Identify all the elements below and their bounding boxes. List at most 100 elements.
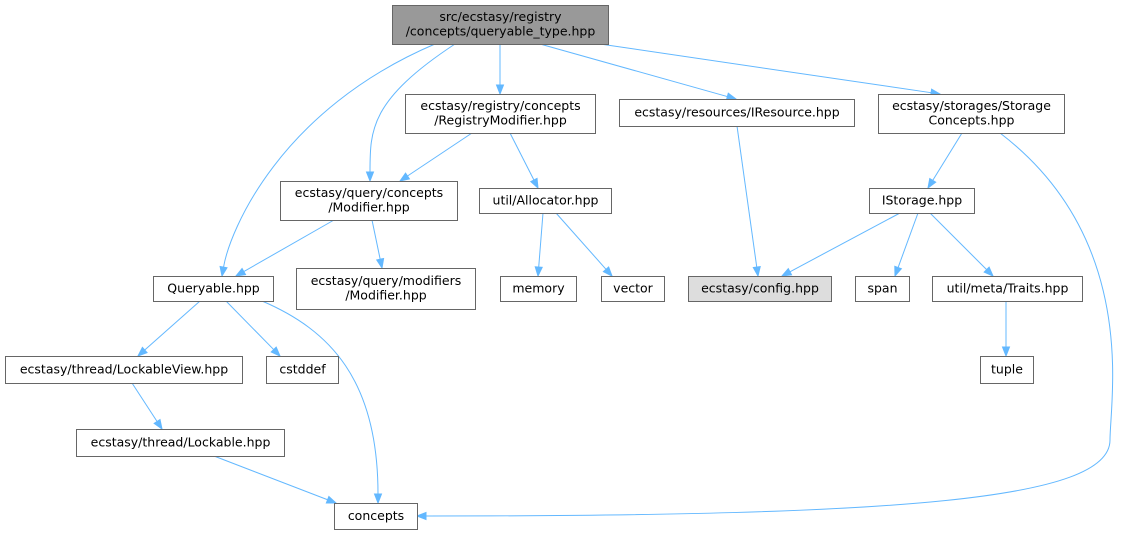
- node-modifiers-modifier[interactable]: ecstasy/query/modifiers/Modifier.hpp: [296, 268, 476, 310]
- edge-line: [425, 132, 1114, 517]
- node-label: concepts: [348, 508, 404, 523]
- node-box: [405, 94, 596, 134]
- arrow-head: [234, 267, 247, 277]
- edge-query_modifier-to-queryable: [234, 219, 335, 277]
- edge-queryable-to-concepts: [261, 300, 383, 505]
- edge-root-to-queryable: [219, 43, 436, 278]
- node-concepts[interactable]: concepts: [334, 503, 418, 530]
- edge-line: [261, 300, 379, 495]
- edge-root-to-iresource: [539, 43, 738, 101]
- arrow-head: [153, 418, 163, 431]
- node-traits[interactable]: util/meta/Traits.hpp: [932, 276, 1083, 302]
- arrow-head: [534, 266, 543, 278]
- arrow-head: [373, 493, 383, 505]
- arrow-head: [375, 257, 385, 270]
- node-box: [855, 276, 910, 302]
- node-allocator[interactable]: util/Allocator.hpp: [479, 188, 612, 214]
- edges-layer: [131, 43, 1114, 521]
- node-label: ecstasy/thread/Lockable.hpp: [91, 434, 271, 449]
- edge-line: [131, 382, 158, 422]
- node-box: [878, 94, 1065, 134]
- arrow-head: [725, 92, 738, 101]
- node-label: ecstasy/config.hpp: [701, 280, 819, 295]
- node-label: vector: [613, 280, 654, 295]
- node-registry-modifier[interactable]: ecstasy/registry/concepts/RegistryModifi…: [405, 94, 596, 134]
- edge-allocator-to-vector: [555, 212, 613, 278]
- node-label: ecstasy/thread/LockableView.hpp: [20, 361, 228, 376]
- arrow-head: [325, 495, 338, 504]
- node-label: ecstasy/registry/concepts: [420, 98, 580, 113]
- node-label: /Modifier.hpp: [345, 288, 426, 303]
- node-label: util/Allocator.hpp: [493, 192, 599, 207]
- edge-queryable-to-cstddef: [225, 300, 281, 357]
- node-lockable-view[interactable]: ecstasy/thread/LockableView.hpp: [5, 356, 243, 384]
- edge-line: [509, 132, 535, 181]
- node-vector[interactable]: vector: [601, 276, 665, 302]
- node-lockable[interactable]: ecstasy/thread/Lockable.hpp: [76, 429, 285, 457]
- node-box: [500, 276, 577, 302]
- node-label: ecstasy/resources/IResource.hpp: [634, 104, 839, 119]
- node-box: [688, 276, 832, 302]
- node-memory[interactable]: memory: [500, 276, 577, 302]
- edge-istorage-to-config: [780, 212, 901, 277]
- edge-line: [599, 43, 932, 94]
- edge-registry_modifier-to-allocator: [509, 132, 539, 190]
- edge-line: [371, 219, 381, 260]
- edge-line: [736, 125, 758, 268]
- node-config[interactable]: ecstasy/config.hpp: [688, 276, 832, 302]
- node-box: [5, 356, 243, 384]
- edge-istorage-to-traits: [929, 212, 994, 277]
- edge-line: [538, 212, 544, 268]
- node-label: span: [867, 280, 897, 295]
- node-queryable[interactable]: Queryable.hpp: [153, 276, 274, 302]
- arrow-head: [927, 177, 937, 190]
- arrow-head: [602, 266, 613, 278]
- edge-iresource-to-config: [736, 125, 761, 278]
- arrow-head: [1001, 346, 1011, 358]
- node-box: [601, 276, 665, 302]
- edge-line: [225, 300, 275, 350]
- node-iresource[interactable]: ecstasy/resources/IResource.hpp: [619, 99, 855, 127]
- node-label: memory: [512, 280, 565, 295]
- node-label: IStorage.hpp: [882, 192, 962, 207]
- edge-line: [555, 212, 607, 270]
- node-tuple[interactable]: tuple: [980, 356, 1034, 384]
- edge-registry_modifier-to-query_modifier: [398, 132, 473, 182]
- node-span[interactable]: span: [855, 276, 910, 302]
- edge-line: [897, 212, 919, 268]
- node-istorage[interactable]: IStorage.hpp: [869, 188, 975, 214]
- edge-line: [932, 132, 963, 181]
- edge-line: [223, 43, 436, 268]
- node-root[interactable]: src/ecstasy/registry/concepts/queryable_…: [392, 5, 609, 45]
- node-box: [153, 276, 274, 302]
- node-label: util/meta/Traits.hpp: [947, 280, 1069, 295]
- edge-line: [213, 455, 328, 501]
- arrow-head: [495, 84, 505, 96]
- edge-storage_concepts-to-istorage: [927, 132, 963, 190]
- node-cstddef[interactable]: cstddef: [266, 356, 339, 384]
- arrow-head: [136, 346, 148, 357]
- edge-root-to-query_modifier: [365, 43, 456, 183]
- node-box: [296, 268, 476, 310]
- arrow-head: [983, 266, 994, 277]
- edge-line: [407, 132, 473, 177]
- edge-line: [539, 43, 728, 98]
- arrow-head: [780, 267, 793, 277]
- node-label: /concepts/queryable_type.hpp: [406, 24, 596, 39]
- arrow-head: [365, 171, 375, 183]
- arrow-head: [219, 265, 228, 278]
- edge-root-to-registry_modifier: [495, 44, 505, 96]
- node-box: [266, 356, 339, 384]
- edge-line: [369, 43, 456, 173]
- node-query-modifier[interactable]: ecstasy/query/concepts/Modifier.hpp: [280, 181, 458, 221]
- node-label: ecstasy/query/concepts: [295, 185, 443, 200]
- edge-allocator-to-memory: [534, 212, 544, 278]
- arrow-head: [398, 172, 411, 182]
- edge-root-to-storage_concepts: [599, 43, 942, 97]
- node-box: [392, 5, 609, 45]
- arrow-head: [529, 177, 539, 190]
- edge-storage_concepts-to-concepts: [415, 132, 1114, 521]
- node-label: tuple: [991, 361, 1023, 376]
